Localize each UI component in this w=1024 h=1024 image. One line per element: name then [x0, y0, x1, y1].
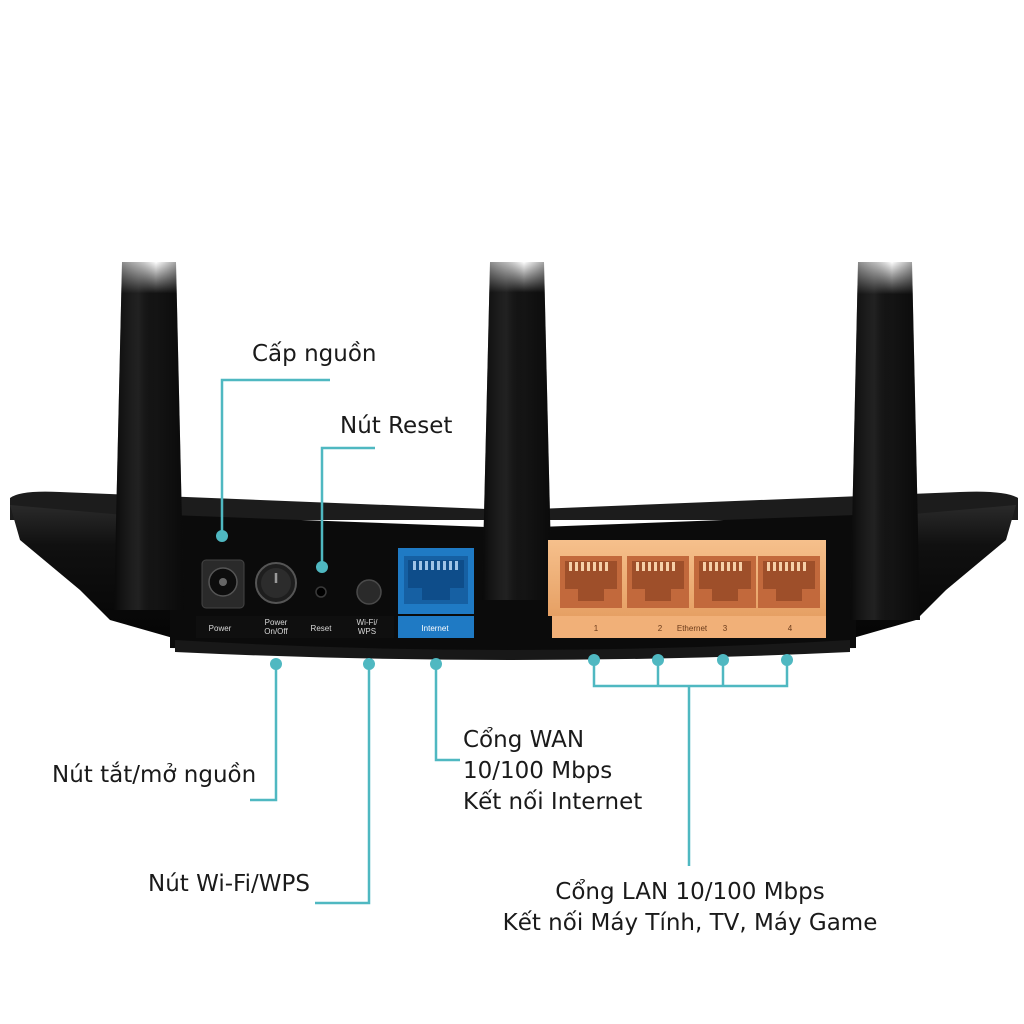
callout-reset-text: Nút Reset — [340, 413, 453, 439]
leader-wan — [434, 664, 460, 762]
callout-wifi-wps-text: Nút Wi-Fi/WPS — [148, 871, 310, 897]
label-lan-2: 2 — [658, 624, 663, 633]
dot-power-switch — [270, 658, 282, 670]
power-jack — [201, 559, 245, 609]
label-ethernet: Ethernet — [677, 624, 708, 633]
label-wifi-wps-2: WPS — [358, 627, 376, 636]
label-lan-1: 1 — [594, 624, 599, 633]
callout-power-supply-text: Cấp nguồn — [252, 341, 377, 367]
label-power-onoff-2: On/Off — [264, 627, 288, 636]
leader-lan-bracket — [592, 660, 789, 688]
callout-power-supply: Cấp nguồn — [252, 339, 376, 370]
label-wifi-wps-1: Wi-Fi/ — [357, 618, 379, 627]
leader-wifi-wps — [315, 664, 371, 905]
label-lan-4: 4 — [788, 624, 793, 633]
dot-reset — [316, 561, 328, 573]
leader-power-switch — [250, 664, 278, 802]
callout-wan-line3: Kết nối Internet — [463, 789, 643, 815]
callout-wan: Cổng WAN 10/100 Mbps Kết nối Internet — [463, 725, 642, 818]
dot-lan-3 — [717, 654, 729, 666]
dot-lan-4 — [781, 654, 793, 666]
label-strip — [196, 616, 826, 638]
leader-lines — [220, 378, 789, 905]
callout-lan-line1: Cổng LAN 10/100 Mbps — [555, 879, 825, 905]
label-power-onoff-1: Power — [265, 618, 288, 627]
callout-power-switch-text: Nút tắt/mở nguồn — [52, 762, 257, 788]
leader-dots — [216, 530, 793, 670]
lan-port-3 — [694, 556, 756, 608]
wan-port — [398, 548, 474, 614]
power-switch-button — [255, 562, 297, 604]
dot-power-supply — [216, 530, 228, 542]
router-top-lip — [10, 491, 1018, 520]
wifi-wps-button — [356, 579, 382, 605]
dot-lan-2 — [652, 654, 664, 666]
label-power: Power — [209, 624, 232, 633]
leader-reset — [320, 446, 375, 567]
label-internet: Internet — [421, 624, 449, 633]
callout-wifi-wps: Nút Wi-Fi/WPS — [148, 869, 310, 900]
callout-lan-line2: Kết nối Máy Tính, TV, Máy Game — [502, 910, 878, 936]
callout-power-switch: Nút tắt/mở nguồn — [52, 760, 256, 791]
dot-wifi-wps — [363, 658, 375, 670]
dot-wan — [430, 658, 442, 670]
callout-reset-button: Nút Reset — [340, 411, 452, 442]
label-lan-3: 3 — [723, 624, 728, 633]
label-reset: Reset — [311, 624, 333, 633]
callout-wan-line2: 10/100 Mbps — [463, 758, 613, 784]
router-bottom-edge — [175, 640, 850, 660]
lan-port-block — [548, 540, 826, 616]
antennas — [114, 262, 920, 620]
reset-pinhole — [315, 586, 327, 598]
callout-lan: Cổng LAN 10/100 Mbps Kết nối Máy Tính, T… — [500, 877, 880, 939]
dot-lan-1 — [588, 654, 600, 666]
callout-wan-line1: Cổng WAN — [463, 727, 585, 753]
leader-power-supply — [220, 378, 330, 536]
